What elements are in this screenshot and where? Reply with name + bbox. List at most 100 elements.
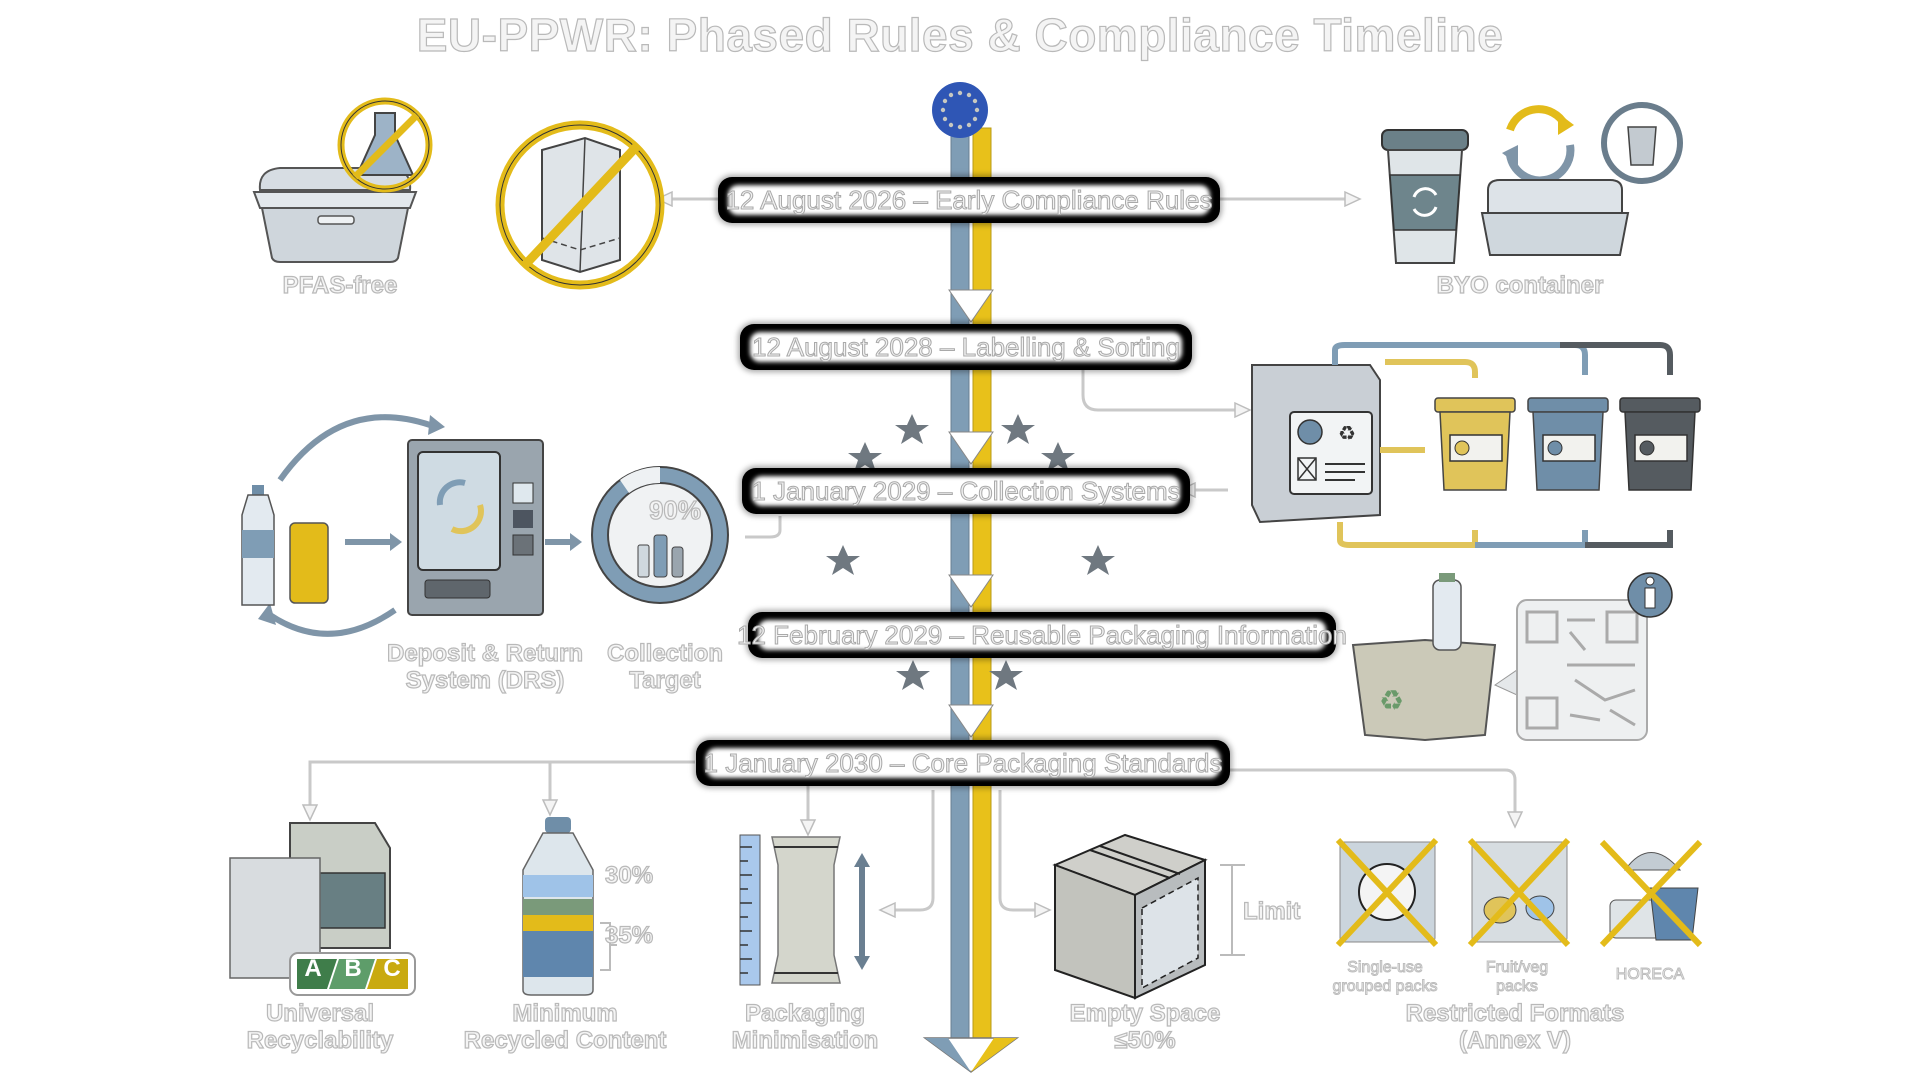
milestone-label: 1 January 2030 – Core Packaging Standard… <box>703 747 1223 778</box>
byo-container-illustration <box>1381 102 1683 264</box>
spine-arrow-icon <box>948 431 994 465</box>
refill-cycle-icon <box>1502 105 1575 185</box>
format-line2: packs <box>1496 978 1539 996</box>
collection-target-gauge <box>591 466 729 604</box>
label-line1: Restricted Formats <box>1405 999 1625 1027</box>
drs-label-line1: Deposit & Return <box>386 639 583 667</box>
single-use-grouped-pack-icon <box>1335 837 1439 948</box>
spine-arrow-icon <box>948 574 994 608</box>
pfas-free-label: PFAS-free <box>282 271 398 299</box>
label-line1: Minimum <box>512 999 619 1027</box>
restricted-format-fruit-veg: Fruit/veg packs <box>1462 958 1572 996</box>
milestone-2028[interactable]: 12 August 2028 – Labelling & Sorting <box>740 324 1192 370</box>
spine-arrow-icon <box>948 289 994 323</box>
grade-b: B <box>344 955 362 982</box>
qr-code-icon <box>1493 599 1648 741</box>
eu-star-ring-icon <box>826 414 1115 690</box>
collection-target-label-line1: Collection <box>606 639 723 667</box>
collection-systems-illustration <box>241 414 729 637</box>
labelled-box-icon: ♻ <box>1251 364 1381 524</box>
label-line1: Universal <box>265 999 375 1027</box>
eu-flag-icon <box>932 82 988 138</box>
reusable-cup-icon <box>1381 129 1469 264</box>
cycle-arrow-bottom <box>268 607 397 637</box>
recycled-content-35: 35% <box>604 921 654 949</box>
label-line2: Recycled Content <box>463 1026 667 1054</box>
label-line1: Packaging <box>744 999 866 1027</box>
spine-end-arrow-icon <box>922 1037 1020 1073</box>
svg-text:♻: ♻ <box>1379 684 1404 717</box>
drs-label: Deposit & Return System (DRS) <box>370 639 600 694</box>
limit-label: Limit <box>1242 897 1301 925</box>
milestone-2026[interactable]: 12 August 2026 – Early Compliance Rules <box>718 177 1220 223</box>
yellow-bin-icon <box>1434 397 1516 491</box>
label-line2: Recyclability <box>246 1026 394 1054</box>
labelling-sorting-illustration: ♻ <box>1251 342 1701 548</box>
restricted-format-horeca: HORECA <box>1595 965 1705 984</box>
page-title: EU-PPWR: Phased Rules & Compliance Timel… <box>416 8 1504 61</box>
milestone-label: 12 August 2026 – Early Compliance Rules <box>725 184 1213 215</box>
recycled-content-label: Minimum Recycled Content <box>450 999 680 1054</box>
label-line2: (Annex V) <box>1458 1026 1571 1054</box>
packaging-minimisation-label: Packaging Minimisation <box>700 999 910 1054</box>
format-line1: Single-use <box>1347 959 1424 977</box>
restricted-formats-label: Restricted Formats (Annex V) <box>1390 999 1640 1054</box>
empty-space-box-icon <box>1052 833 1245 1000</box>
water-bottle-icon <box>241 485 275 606</box>
can-icon <box>289 522 329 604</box>
connector-to-empty-space <box>998 790 1035 912</box>
ruler-icon <box>739 834 761 986</box>
collection-target-label-line2: Target <box>629 666 702 694</box>
label-line2: ≤50% <box>1114 1026 1176 1054</box>
milestone-2030[interactable]: 1 January 2030 – Core Packaging Standard… <box>696 740 1230 786</box>
reusable-info-illustration: ♻ <box>1351 572 1673 742</box>
height-arrow-icon <box>854 853 870 970</box>
recycled-content-bottle-icon <box>522 817 617 996</box>
gauge-remaining-segment <box>620 467 660 493</box>
grade-c: C <box>383 955 401 982</box>
milestone-label: 12 August 2028 – Labelling & Sorting <box>752 331 1181 362</box>
restricted-format-single-use: Single-use grouped packs <box>1325 958 1445 996</box>
banned-packaging-box-icon <box>495 120 665 290</box>
collection-target-value: 90% <box>648 494 702 525</box>
pouch-icon <box>771 836 841 984</box>
small-bin-icon <box>1601 102 1683 184</box>
format-line1: HORECA <box>1615 966 1685 984</box>
collection-target-label: Collection Target <box>600 639 730 694</box>
milestone-label: 12 February 2029 – Reusable Packaging In… <box>737 619 1348 650</box>
limit-bracket-icon <box>1220 864 1245 956</box>
lunch-container-icon <box>1480 179 1630 256</box>
milestone-2029-feb[interactable]: 12 February 2029 – Reusable Packaging In… <box>737 612 1347 658</box>
grade-a: A <box>304 955 322 982</box>
drs-label-line2: System (DRS) <box>405 666 565 694</box>
info-icon <box>1627 572 1673 618</box>
reusable-box-icon: ♻ <box>1351 573 1497 742</box>
connector-to-minimisation-arrow <box>895 790 935 912</box>
connector-to-collection <box>745 516 782 539</box>
label-line2: Minimisation <box>731 1026 879 1054</box>
byo-container-label: BYO container <box>1436 271 1604 299</box>
empty-space-label: Empty Space ≤50% <box>1040 999 1250 1054</box>
blue-bin-icon <box>1527 397 1609 491</box>
milestone-label: 1 January 2029 – Collection Systems <box>751 475 1181 506</box>
recycled-content-30: 30% <box>604 861 654 889</box>
format-line1: Fruit/veg <box>1485 959 1549 977</box>
spine-arrow-icon <box>948 704 994 738</box>
grade-badge <box>289 952 416 996</box>
horeca-icon <box>1599 839 1703 948</box>
connector-to-recyclability <box>308 760 695 805</box>
universal-recyclability-label: Universal Recyclability <box>215 999 425 1054</box>
dark-bin-icon <box>1619 397 1701 491</box>
restricted-formats-illustration <box>1335 837 1703 948</box>
universal-recyclability-illustration <box>229 822 416 996</box>
connector-to-restricted <box>1225 768 1517 812</box>
deposit-return-machine-icon <box>407 439 544 616</box>
milestone-2029-jan[interactable]: 1 January 2029 – Collection Systems <box>742 468 1190 514</box>
banned-chemical-flask-icon <box>337 97 433 193</box>
format-line2: grouped packs <box>1332 978 1438 996</box>
packaging-minimisation-illustration <box>739 834 870 986</box>
connector-to-labelling <box>1081 370 1235 412</box>
label-line1: Empty Space <box>1069 999 1221 1027</box>
cycle-arrow-top <box>277 414 431 482</box>
